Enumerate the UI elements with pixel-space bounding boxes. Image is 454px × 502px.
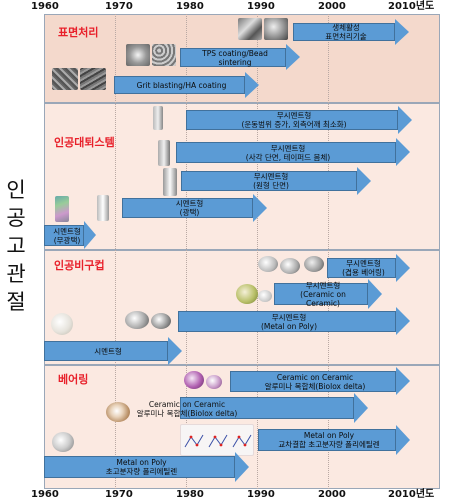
arrow-line: 표면처리기술: [325, 32, 367, 41]
arrow-line: TPS coating/Bead: [202, 48, 268, 58]
top-tick-2000: 2000: [318, 1, 346, 12]
arrow-line: 알루미나 복합체(Biolox delta): [136, 409, 238, 418]
side-title-char: 절: [6, 290, 26, 314]
surface-tps-image: [126, 44, 150, 66]
gridline-1990: [257, 14, 258, 489]
arrow-line: (운동범위 증가, 외측어깨 최소화): [241, 120, 347, 129]
stem-title: 인공대퇴스템: [54, 136, 115, 149]
bottom-tick-1970: 1970: [105, 489, 133, 500]
top-tick-1960: 1960: [31, 1, 59, 12]
arrow-line: Ceramic on Ceramic: [276, 372, 354, 382]
side-title-char: 고: [6, 234, 26, 258]
surface-arrow-grit: Grit blasting/HA coating: [114, 72, 259, 98]
cup-metal-poly-image: [125, 311, 149, 329]
stem-arrow-2: 무시멘트형(사각 단면, 테이퍼드 몸체): [176, 138, 410, 166]
cup-arrow-3: 무시멘트형(Metal on Poly): [178, 307, 410, 335]
arrow-line: Ceramic): [306, 298, 340, 308]
bearing-arrow-2: [180, 393, 368, 423]
arrow-line: (원형 단면): [253, 181, 289, 190]
bottom-tick-2010: 2010년도: [388, 489, 435, 500]
cup-arrow-1: 무시멘트형(겹용 베어링): [327, 254, 410, 282]
arrow-line: (겹용 베어링): [342, 268, 385, 277]
side-title-char: 인: [6, 178, 26, 202]
arrow-line: 무시멘트형: [276, 111, 312, 120]
surface-title: 표면처리: [58, 26, 99, 39]
molecule-icon: [184, 434, 252, 448]
stem-round-image: [163, 168, 177, 196]
bearing-uhmwpe-image: [52, 432, 74, 452]
cup-dual-bearing-image-3: [304, 256, 324, 272]
arrow-line: 무시멘트형: [270, 143, 306, 153]
cup-dual-bearing-image-2: [280, 258, 300, 274]
side-title-char: 관: [6, 262, 26, 286]
stem-uncemented-image: [153, 106, 163, 130]
cup-dual-bearing-image: [258, 256, 278, 272]
bearing-crosslink-diagram: [180, 424, 254, 456]
arrow-line: 시멘트형: [94, 346, 122, 356]
arrow-line: 무시멘트형: [253, 172, 289, 181]
arrow-line: 시멘트형: [175, 199, 204, 208]
gridline-1970: [115, 14, 116, 489]
arrow-line: 무시멘트형: [346, 259, 381, 268]
arrow-line: Metal on Poly: [303, 431, 355, 440]
top-tick-2010: 2010년도: [388, 1, 435, 12]
arrow-line: (Metal on Poly): [260, 321, 318, 331]
side-title: 인 공 고 관 절: [2, 176, 30, 316]
cup-arrow-4: 시멘트형: [44, 337, 182, 365]
side-title-char: 공: [6, 206, 26, 230]
cup-ceramic-image-2: [258, 290, 272, 302]
arrow-line: 교차결합 초고분자량 폴리에틸렌: [278, 440, 380, 449]
gridline-2000: [328, 14, 329, 489]
bottom-tick-1990: 1990: [247, 489, 275, 500]
cup-title: 인공비구컵: [54, 259, 105, 272]
bearing-delta-image: [184, 371, 204, 389]
cup-metal-poly-image-2: [151, 313, 171, 329]
arrow-line: (사각 단면, 테이퍼드 몸체): [245, 152, 331, 162]
stem-tapered-image: [158, 140, 170, 166]
stem-polished-image: [97, 195, 109, 221]
arrow-line: Grit blasting/HA coating: [136, 80, 227, 90]
bottom-tick-1980: 1980: [176, 489, 204, 500]
surface-bioactive-image-2: [264, 18, 288, 40]
stem-matte-image: [55, 196, 69, 222]
arrow-line: Metal on Poly: [116, 458, 167, 467]
arrow-line: 초고분자량 폴리에틸렌: [105, 467, 178, 476]
gridline-1980: [186, 14, 187, 489]
stem-arrow-4: 시멘트형(광택): [122, 194, 267, 222]
arrow-line: 무시멘트형: [271, 312, 307, 322]
arrow-line: 무시멘트형: [305, 280, 341, 290]
bearing-title: 베어링: [58, 373, 89, 386]
bearing-delta-image-2: [206, 375, 222, 389]
stem-arrow-5: 시멘트형(무광택): [44, 221, 96, 249]
stem-arrow-3: 무시멘트형(원형 단면): [181, 167, 371, 195]
surface-grit-image: [52, 68, 78, 90]
arrow-line: sintering: [218, 57, 252, 67]
bottom-tick-2000: 2000: [318, 489, 346, 500]
arrow-line: Ceramic on Ceramic: [148, 400, 226, 409]
surface-bioactive-image: [238, 18, 262, 40]
top-tick-1970: 1970: [105, 1, 133, 12]
arrow-line: 알루미나 복합체(Biolox delta): [264, 381, 366, 391]
surface-grit-image-2: [80, 68, 106, 90]
cup-ceramic-image: [236, 284, 258, 304]
bottom-tick-1960: 1960: [31, 489, 59, 500]
surface-tps-image-2: [152, 44, 176, 66]
top-tick-1990: 1990: [247, 1, 275, 12]
arrow-line: (광택): [179, 208, 200, 217]
top-tick-1980: 1980: [176, 1, 204, 12]
stem-arrow-1: 무시멘트형(운동범위 증가, 외측어깨 최소화): [186, 106, 412, 134]
arrow-line: 생체활성: [332, 23, 360, 32]
cup-cemented-image: [51, 313, 73, 335]
bearing-biolox-image: [106, 402, 130, 422]
arrow-line: 시멘트형: [53, 226, 81, 236]
arrow-line: (Ceramic on: [300, 289, 346, 299]
arrow-line: (무광택): [53, 235, 81, 245]
